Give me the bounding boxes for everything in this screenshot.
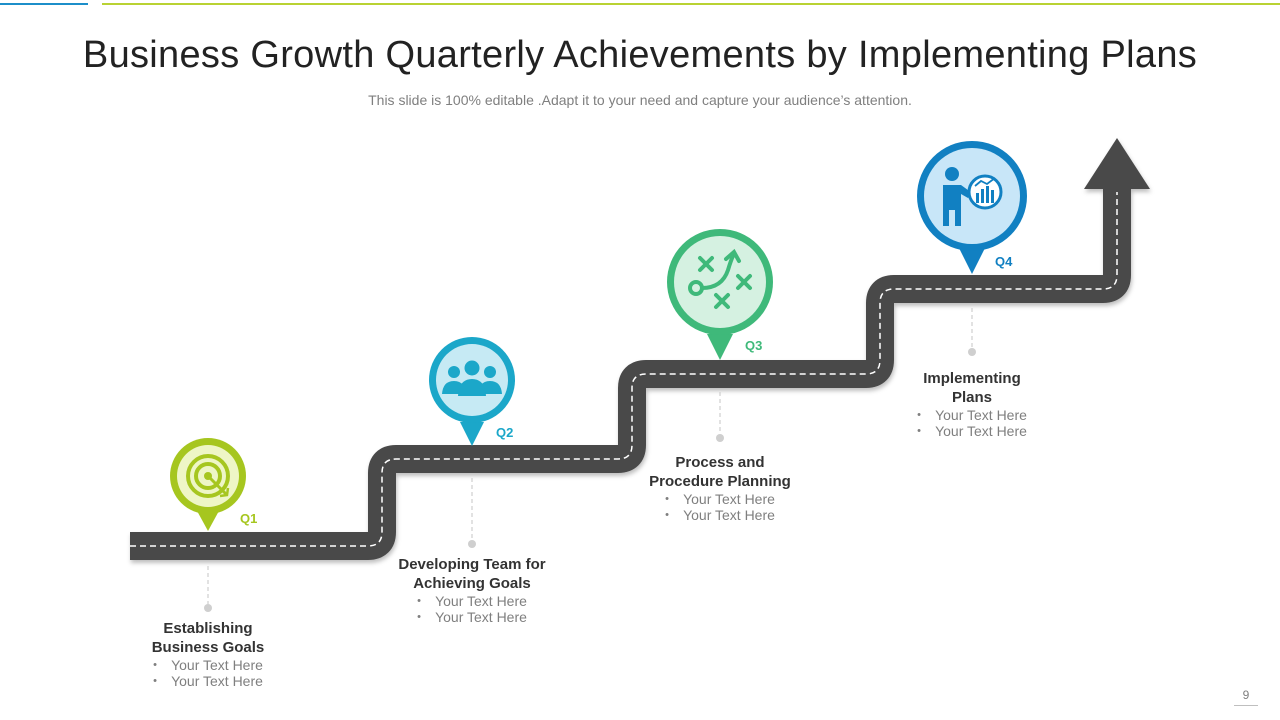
team-icon [442,360,502,396]
pin-q1 [170,438,246,531]
quarter-label-q3: Q3 [745,338,762,353]
step-title-line2: Business Goals [151,639,265,656]
presentation-icon [943,167,1003,226]
page-number: 9 [1242,688,1250,702]
quarter-label-q2: Q2 [496,425,513,440]
bullet-item: Your Text Here [153,673,263,689]
leader-dots [204,348,976,612]
pin-q3 [667,229,773,360]
quarter-label-q4: Q4 [995,254,1013,269]
step-title-line2: Procedure Planning [649,473,791,490]
step-q3-text: Process and Procedure Planning Your Text… [620,453,820,525]
bullet-item: Your Text Here [153,657,263,673]
quarter-label-q1: Q1 [240,511,257,526]
step-q1-text: Establishing Business Goals Your Text He… [108,619,308,691]
slide-subtitle: This slide is 100% editable .Adapt it to… [368,92,912,108]
strategy-icon [688,248,752,309]
step-title-line1: Implementing [923,370,1021,387]
bullet-item: Your Text Here [917,423,1027,439]
step-q4-text: Implementing Plans Your Text Here Your T… [872,369,1072,441]
bullet-item: Your Text Here [417,593,527,609]
pin-q2 [429,337,515,446]
bullet-item: Your Text Here [417,609,527,625]
slide-title: Business Growth Quarterly Achievements b… [82,34,1198,76]
target-icon [186,454,230,498]
step-bullets: Your Text Here Your Text Here [665,491,775,523]
bullet-item: Your Text Here [665,507,775,523]
top-accent-line-green [102,3,1280,5]
pin-q4 [917,141,1027,274]
bullet-item: Your Text Here [665,491,775,507]
step-bullets: Your Text Here Your Text Here [153,657,263,689]
road-center-dashes [130,192,1118,547]
step-title-line2: Achieving Goals [413,575,531,592]
step-bullets: Your Text Here Your Text Here [417,593,527,625]
step-title-line1: Developing Team for [398,556,546,573]
top-accent-line-blue [0,3,88,5]
step-title-line1: Process and [675,454,765,471]
step-bullets: Your Text Here Your Text Here [917,407,1027,439]
step-title-line1: Establishing [163,620,253,637]
step-q2-text: Developing Team for Achieving Goals Your… [372,555,572,627]
bullet-item: Your Text Here [917,407,1027,423]
leader-lines [207,308,973,604]
step-title-line2: Plans [951,389,993,406]
page-number-rule [1234,705,1258,706]
